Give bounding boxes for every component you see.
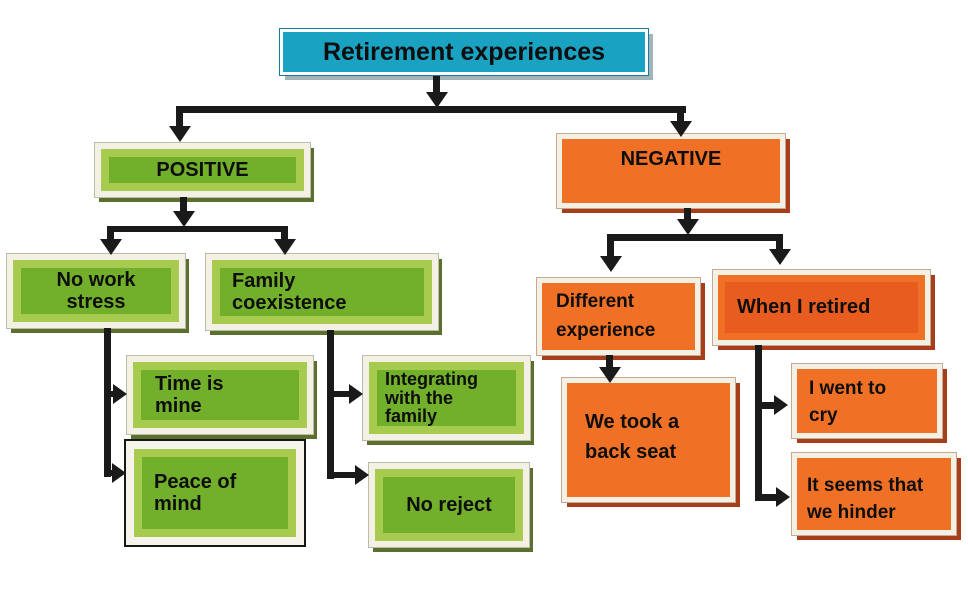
node-family-coexistence: Family coexistence bbox=[206, 254, 438, 330]
arrowhead-right-icon bbox=[776, 487, 790, 507]
arrowhead-down-icon bbox=[600, 256, 622, 272]
node-it-seems-that-we-hinder: It seems that we hinder bbox=[792, 453, 956, 535]
node-retirement-experiences: Retirement experiences bbox=[280, 29, 648, 75]
arrowhead-right-icon bbox=[112, 463, 126, 483]
arrowhead-down-icon bbox=[599, 367, 621, 383]
node-label: Time is mine bbox=[155, 372, 224, 417]
node-label: We took a back seat bbox=[585, 411, 680, 463]
node-positive: POSITIVE bbox=[95, 143, 310, 197]
node-inner-panel: POSITIVE bbox=[109, 157, 296, 183]
node-label: Peace of mind bbox=[154, 470, 237, 515]
connector-line bbox=[107, 231, 114, 240]
connector-line bbox=[433, 76, 440, 93]
node-inner-panel: Family coexistence bbox=[220, 268, 424, 316]
connector-line bbox=[332, 391, 352, 397]
arrowhead-down-icon bbox=[274, 239, 296, 255]
node-label: No reject bbox=[406, 493, 492, 516]
node-label: Integrating with the family bbox=[385, 368, 478, 427]
node-inner-panel: When I retired bbox=[725, 282, 918, 333]
arrowhead-down-icon bbox=[670, 121, 692, 137]
connector-line bbox=[760, 494, 778, 501]
node-label: It seems that we hinder bbox=[807, 475, 924, 523]
connector-line bbox=[776, 240, 783, 250]
node-inner-panel: Integrating with the family bbox=[377, 368, 516, 427]
node-no-work-stress: No work stress bbox=[7, 254, 185, 328]
connector-line bbox=[684, 208, 691, 221]
node-inner-panel: No work stress bbox=[21, 268, 171, 314]
node-different-experience: Different experience bbox=[537, 278, 700, 355]
node-integrating-with-family: Integrating with the family bbox=[363, 356, 530, 440]
arrowhead-down-icon bbox=[426, 92, 448, 108]
connector-line bbox=[176, 112, 183, 126]
node-label: No work stress bbox=[56, 268, 136, 313]
node-negative: NEGATIVE bbox=[557, 134, 785, 208]
connector-line bbox=[107, 226, 288, 232]
connector-line bbox=[176, 106, 686, 113]
connector-line bbox=[332, 472, 358, 478]
node-we-took-a-back-seat: We took a back seat bbox=[562, 378, 735, 502]
connector-line bbox=[677, 112, 684, 122]
arrowhead-down-icon bbox=[677, 219, 699, 235]
connector-line bbox=[180, 197, 187, 212]
arrowhead-right-icon bbox=[113, 384, 127, 404]
arrowhead-down-icon bbox=[769, 249, 791, 265]
connector-line bbox=[760, 402, 776, 409]
arrowhead-down-icon bbox=[100, 239, 122, 255]
connector-line bbox=[104, 328, 111, 477]
node-label: I went to cry bbox=[809, 378, 887, 426]
connector-line bbox=[755, 345, 762, 501]
arrowhead-down-icon bbox=[169, 126, 191, 142]
node-label: NEGATIVE bbox=[620, 148, 722, 170]
node-label: Different experience bbox=[556, 291, 656, 341]
arrowhead-down-icon bbox=[173, 211, 195, 227]
node-inner-panel: Time is mine bbox=[141, 370, 299, 420]
node-inner-panel: Peace of mind bbox=[142, 457, 288, 529]
connector-line bbox=[607, 240, 614, 256]
node-label: Family coexistence bbox=[232, 269, 347, 314]
node-inner-panel: No reject bbox=[383, 477, 515, 533]
node-peace-of-mind: Peace of mind bbox=[124, 439, 306, 547]
connector-line bbox=[607, 234, 783, 241]
node-label: Retirement experiences bbox=[322, 38, 606, 66]
connector-line bbox=[327, 330, 334, 479]
node-time-is-mine: Time is mine bbox=[127, 356, 313, 434]
node-no-reject: No reject bbox=[369, 463, 529, 547]
node-i-went-to-cry: I went to cry bbox=[792, 364, 942, 438]
connector-line bbox=[606, 355, 613, 368]
node-label: When I retired bbox=[737, 296, 871, 319]
arrowhead-right-icon bbox=[774, 395, 788, 415]
arrowhead-right-icon bbox=[349, 384, 363, 404]
node-label: POSITIVE bbox=[156, 158, 249, 181]
arrowhead-right-icon bbox=[355, 465, 369, 485]
node-when-i-retired: When I retired bbox=[713, 270, 930, 345]
connector-line bbox=[281, 231, 288, 240]
